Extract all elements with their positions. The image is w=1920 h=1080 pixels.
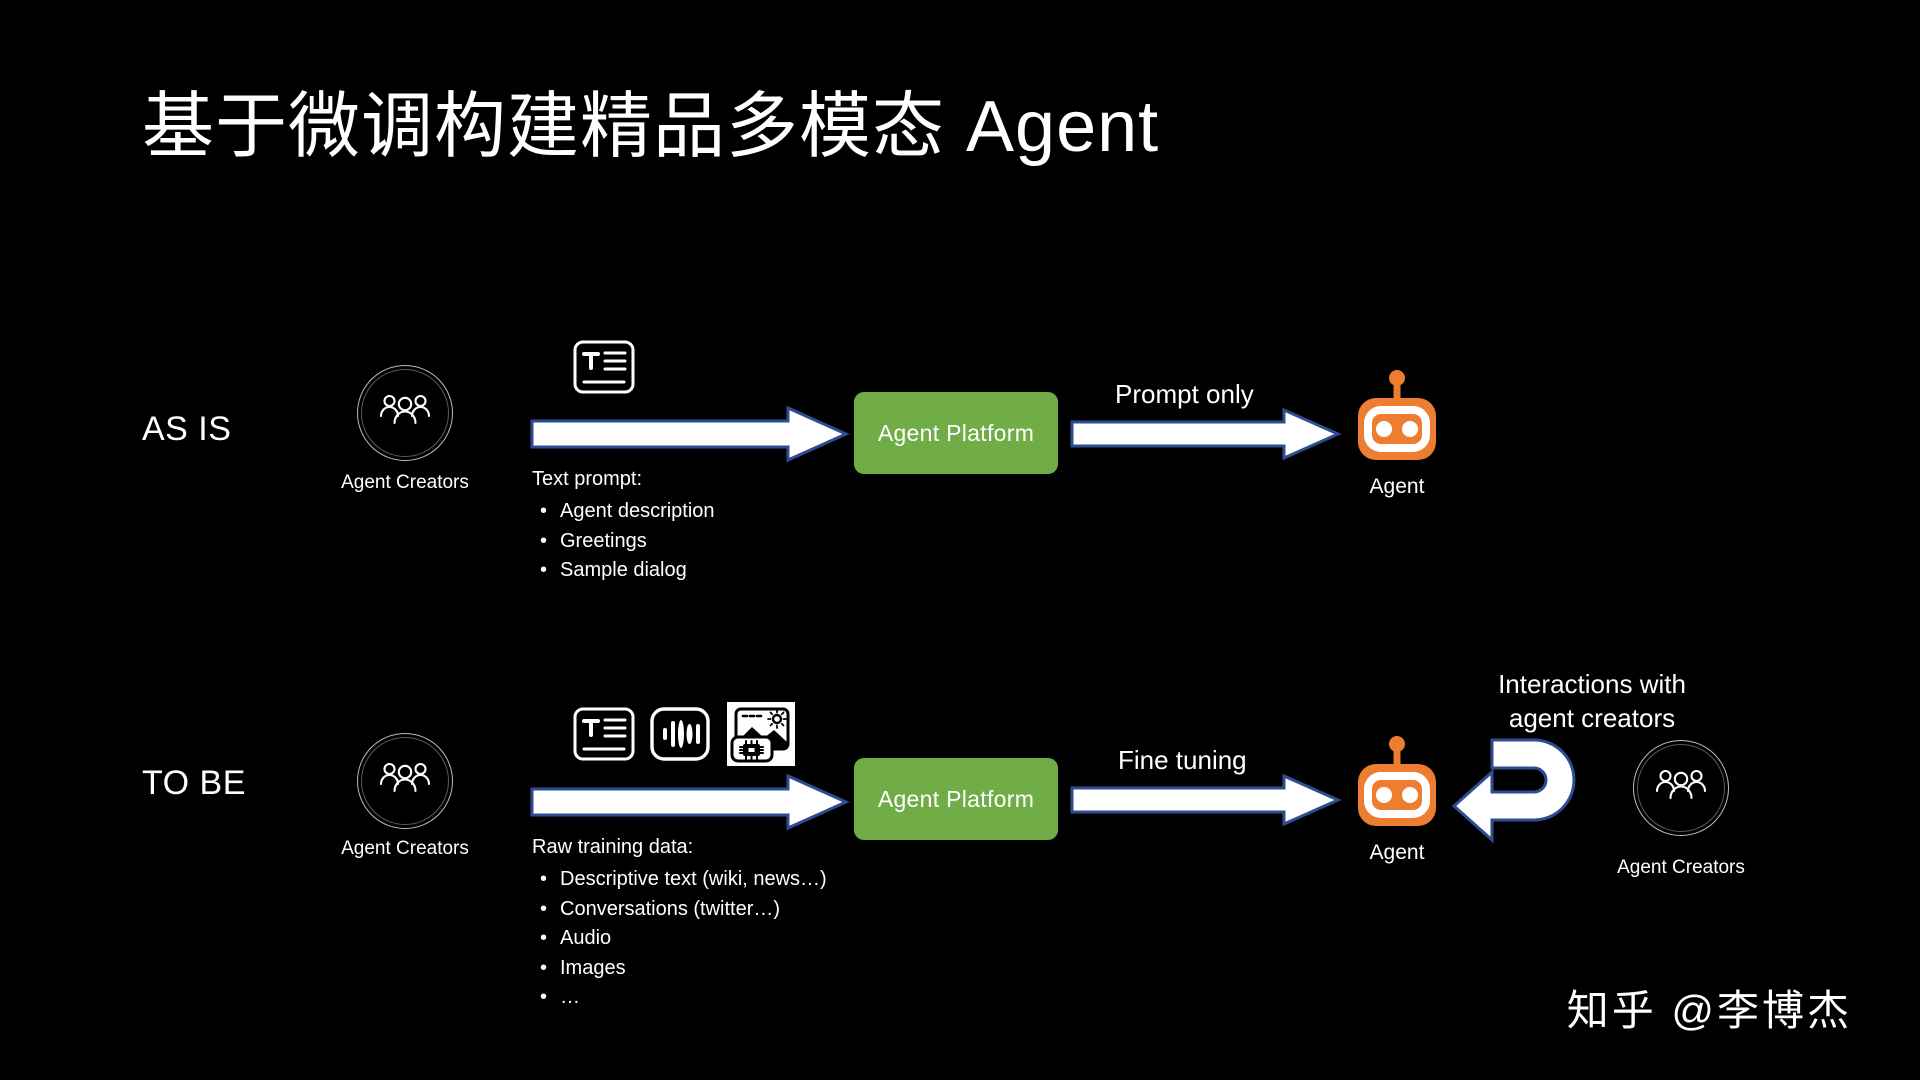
people-group-icon — [379, 394, 431, 425]
list-item: • Images — [532, 954, 827, 984]
to-be-agent-platform-box[interactable]: Agent Platform — [854, 758, 1058, 840]
list-item-label: Agent description — [560, 500, 715, 522]
to-be-agent-robot-icon — [1348, 736, 1446, 841]
creators-ring-outer — [357, 733, 453, 829]
list-item-label: … — [560, 986, 580, 1009]
creators-ring-outer — [357, 365, 453, 461]
list-item: • Greetings — [532, 527, 715, 557]
list-item-label: Audio — [560, 927, 612, 950]
list-item-label: Sample dialog — [560, 559, 687, 582]
list-item: • Sample dialog — [532, 556, 715, 586]
bullet-glyph: • — [540, 986, 548, 1009]
as-is-agent-robot-icon — [1348, 370, 1446, 475]
to-be-audio-waveform-icon — [650, 707, 710, 766]
list-item: • Conversations (twitter…) — [532, 895, 827, 925]
list-item-label: Greetings — [560, 529, 647, 552]
to-be-notes-title: Raw training data: — [532, 836, 694, 858]
to-be-image-photo-icon — [727, 702, 795, 771]
list-item: • Descriptive text (wiki, news…) — [532, 865, 827, 895]
to-be-text-document-icon — [573, 707, 635, 766]
creators-ring-inner — [361, 737, 449, 825]
as-is-agent-creators-icon — [357, 365, 453, 461]
people-group-icon — [1655, 769, 1707, 800]
to-be-agent-platform-label: Agent Platform — [877, 785, 1035, 812]
as-is-agent-label: Agent — [1369, 475, 1425, 498]
feedback-agent-creators-label: Agent Creators — [1617, 857, 1745, 878]
as-is-notes-block: Text prompt: • Agent description • Greetin… — [532, 468, 715, 586]
creators-ring-inner — [361, 369, 449, 457]
bullet-glyph: • — [540, 868, 548, 890]
feedback-agent-creators-icon — [1633, 740, 1729, 836]
bullet-glyph: • — [540, 500, 548, 522]
list-item: • Agent description — [532, 497, 715, 527]
row-label-as-is: AS IS — [142, 410, 232, 448]
page-title: 基于微调构建精品多模态 Agent — [142, 87, 1160, 167]
as-is-notes-list: • Agent description • Greetings • Sample di… — [532, 497, 715, 586]
to-be-flow-label: Fine tuning — [1118, 745, 1247, 775]
bullet-glyph: • — [540, 927, 548, 950]
as-is-agent-creators-label: Agent Creators — [341, 472, 469, 493]
list-item: •… — [532, 983, 827, 1013]
to-be-arrow-to-agent — [1070, 773, 1342, 831]
as-is-text-document-icon — [573, 340, 635, 399]
to-be-agent-creators-label: Agent Creators — [341, 838, 469, 859]
to-be-agent-creators-icon — [357, 733, 453, 829]
as-is-agent-platform-box[interactable]: Agent Platform — [854, 392, 1058, 474]
people-group-icon — [379, 762, 431, 793]
to-be-agent-label: Agent — [1369, 841, 1425, 864]
as-is-arrow-to-platform — [530, 405, 850, 468]
to-be-notes-block: Raw training data: • Descriptive text (wi… — [532, 836, 827, 1013]
creators-ring-inner — [1637, 744, 1725, 832]
as-is-notes-title: Text prompt: — [532, 468, 643, 490]
as-is-arrow-to-agent — [1070, 407, 1342, 465]
watermark: 知乎 @李博杰 — [1566, 987, 1852, 1034]
as-is-flow-label: Prompt only — [1115, 379, 1254, 409]
list-item: • Audio — [532, 924, 827, 954]
feedback-loop-label-line2: agent creators — [1508, 702, 1676, 733]
bullet-glyph: • — [540, 559, 548, 582]
list-item-label: Conversations (twitter…) — [560, 897, 781, 920]
list-item-label: Descriptive text (wiki, news…) — [560, 868, 827, 890]
bullet-glyph: • — [540, 956, 548, 979]
row-label-to-be: TO BE — [142, 764, 246, 802]
feedback-loop-label: Interactions with agent creators — [1462, 668, 1722, 736]
to-be-notes-list: • Descriptive text (wiki, news…) • Convers… — [532, 865, 827, 1013]
list-item-label: Images — [560, 956, 626, 979]
bullet-glyph: • — [540, 897, 548, 920]
as-is-agent-platform-label: Agent Platform — [877, 419, 1035, 446]
to-be-arrow-to-platform — [530, 773, 850, 836]
creators-ring-outer — [1633, 740, 1729, 836]
bullet-glyph: • — [540, 529, 548, 552]
feedback-loop-arrow-icon — [1448, 736, 1588, 857]
feedback-loop-label-line1: Interactions with — [1498, 669, 1686, 699]
